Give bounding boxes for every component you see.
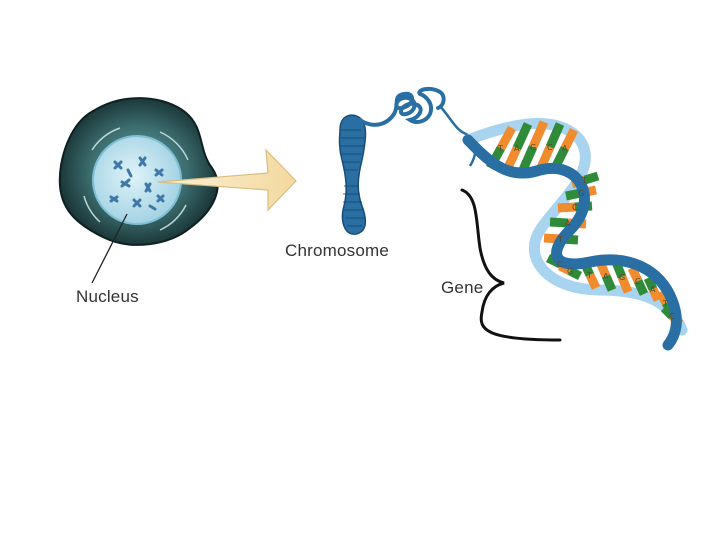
base-pair-half — [560, 127, 579, 151]
label-nucleus: Nucleus — [76, 287, 139, 306]
base-letter: A — [565, 219, 571, 228]
nucleus-pointer-line — [91, 213, 128, 284]
base-pair-half — [549, 217, 569, 228]
base-letter: G — [619, 273, 625, 282]
base-letter: T — [557, 235, 563, 244]
base-letter: A — [603, 272, 609, 281]
base-letter: T — [497, 144, 503, 153]
base-pair-half — [617, 275, 633, 294]
arrow-icon — [157, 148, 297, 212]
base-letter: A — [562, 144, 568, 153]
base-letter: C — [669, 312, 675, 321]
base-pair-half — [528, 120, 549, 149]
base-pair-half — [601, 274, 617, 292]
base-pair-half — [648, 287, 663, 302]
base-pair-half — [583, 171, 600, 185]
base-pair-half — [551, 145, 570, 169]
cell — [58, 97, 219, 284]
label-chromosome: Chromosome — [285, 241, 390, 260]
gene-brace — [460, 188, 562, 342]
nucleus — [92, 135, 182, 225]
base-letter: A — [650, 285, 656, 294]
base-letter: C — [557, 260, 563, 269]
base-letter: C — [547, 143, 553, 152]
base-letter: A — [514, 144, 520, 153]
base-letter: T — [662, 299, 668, 308]
nucleus-chromosomes — [109, 156, 165, 211]
chromosome — [338, 86, 477, 235]
label-gene: Gene — [441, 278, 484, 297]
base-pair-half — [627, 266, 643, 283]
chromatin-fiber — [358, 86, 446, 127]
base-letter: T — [581, 176, 587, 185]
base-pair-half — [656, 289, 670, 306]
base-letter: C — [635, 277, 641, 286]
base-pair-half — [497, 125, 516, 151]
arrow — [157, 148, 297, 212]
base-pair-half — [567, 266, 583, 281]
dna-backbone-dark — [462, 134, 682, 351]
base-pair-half — [585, 273, 601, 290]
base-pair-half — [557, 202, 576, 213]
base-pair-half — [545, 122, 565, 149]
base-letter: C — [572, 203, 578, 212]
base-letter: G — [530, 143, 536, 152]
base-letter: G — [567, 267, 573, 276]
base-letter: G — [578, 189, 584, 198]
base-pair-half — [512, 122, 533, 150]
base-pair-half — [633, 279, 649, 296]
base-letter: T — [586, 271, 592, 280]
base-pair-half — [643, 276, 658, 291]
